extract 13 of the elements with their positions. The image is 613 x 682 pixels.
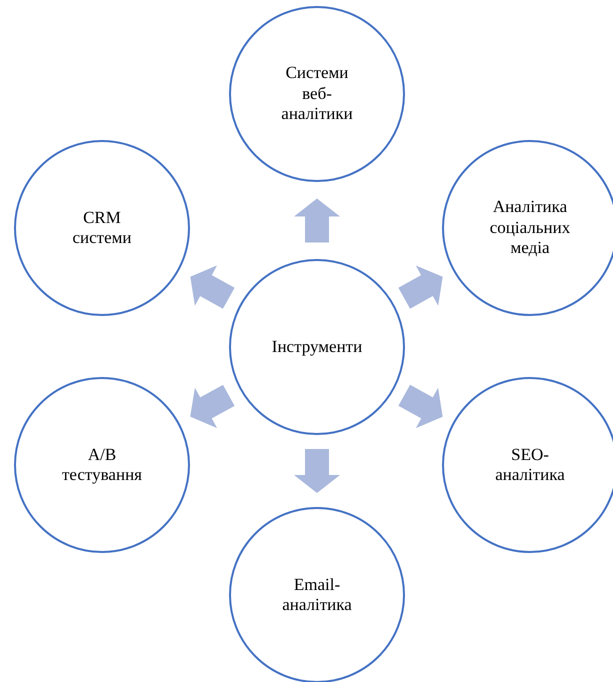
node-label: A/B тестування: [60, 444, 143, 486]
node-label: Системи веб-аналітики: [280, 63, 354, 125]
node-label: CRM системи: [71, 208, 133, 248]
block-arrow: [294, 198, 340, 242]
node-label: Email-аналітика: [281, 574, 353, 616]
node-label: Аналітика соціальних медіа: [488, 197, 572, 259]
node-label: Інструменти: [270, 336, 364, 358]
block-arrow: [294, 449, 340, 493]
node-label: SEO-аналітика: [494, 444, 566, 486]
block-arrow: [398, 384, 443, 428]
block-arrow: [190, 384, 235, 428]
block-arrow: [398, 266, 443, 309]
block-arrow: [190, 265, 235, 309]
